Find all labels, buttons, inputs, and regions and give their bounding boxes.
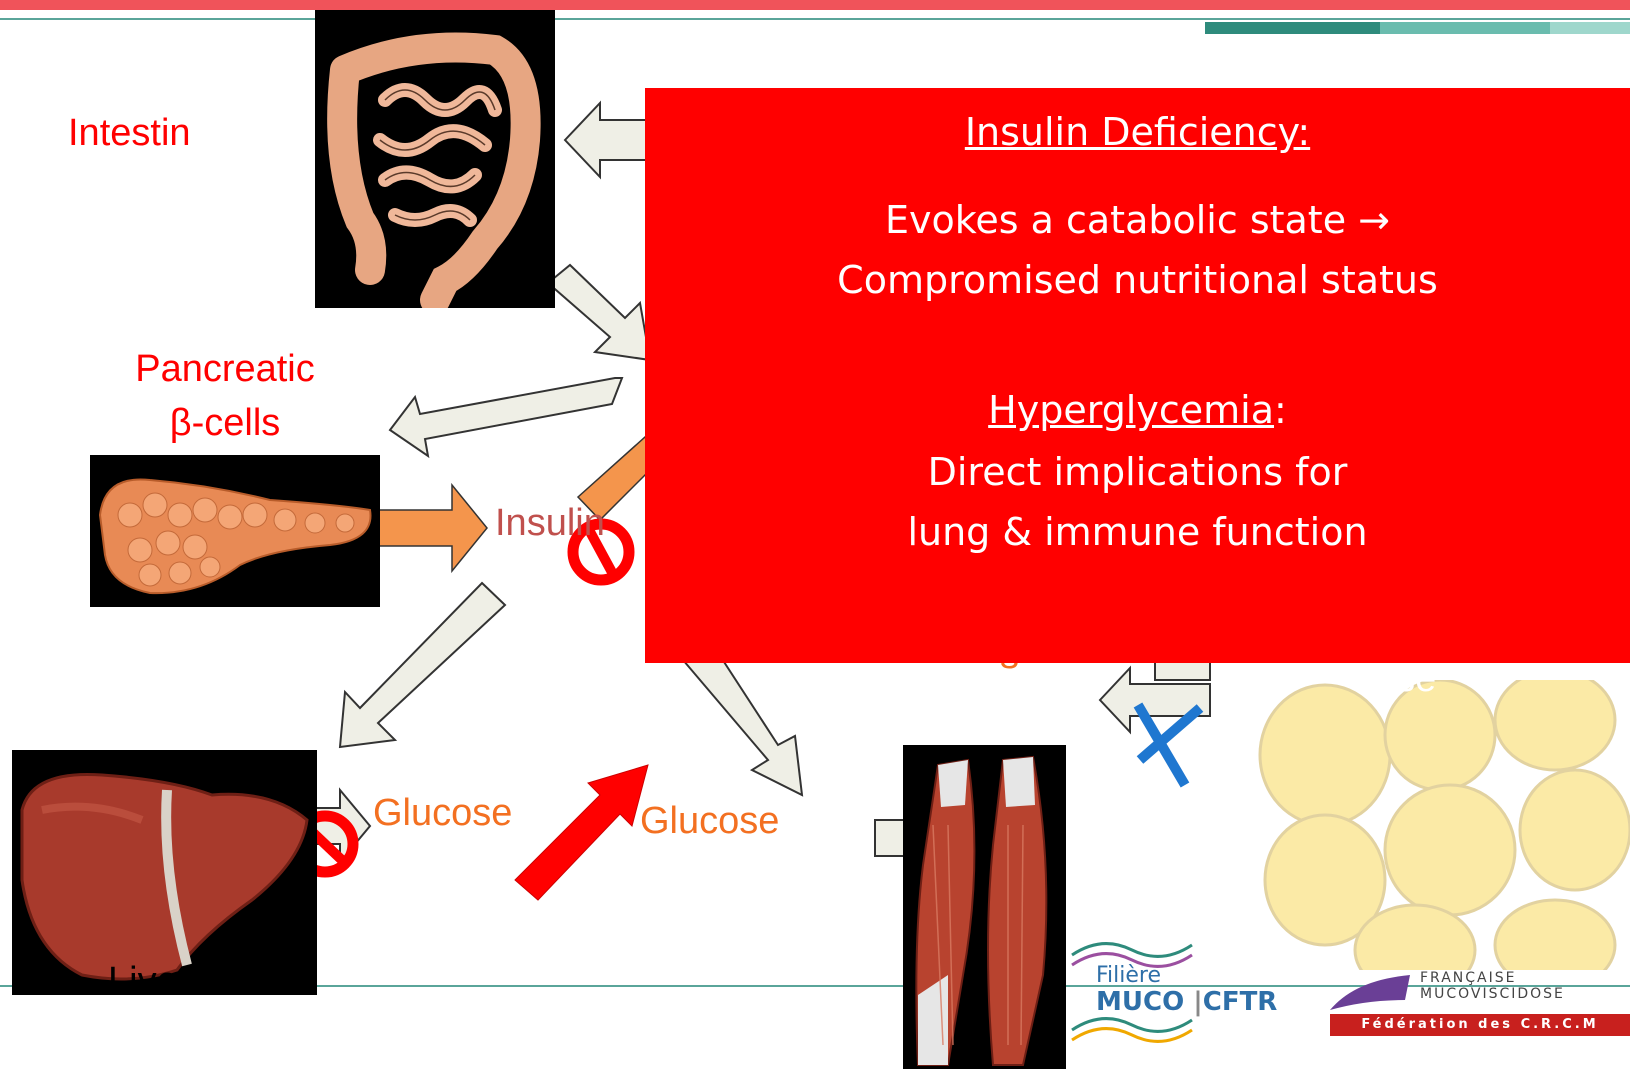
liver-icon bbox=[12, 750, 317, 995]
label-glucose-muscle: Glucose bbox=[640, 800, 779, 843]
insulin-deficiency-callout: Insulin Deficiency: Evokes a catabolic s… bbox=[645, 88, 1630, 663]
label-intestin: Intestin bbox=[68, 112, 191, 155]
arrow-adipose-2 bbox=[1155, 660, 1210, 680]
callout-line-catabolic: Evokes a catabolic state → bbox=[645, 198, 1630, 242]
pancreas-image bbox=[90, 455, 380, 607]
arrow-intestin-down bbox=[548, 265, 650, 360]
label-pancreatic: Pancreatic bbox=[120, 348, 330, 391]
label-beta-cells: β-cells bbox=[120, 402, 330, 445]
intestine-image bbox=[315, 10, 555, 308]
arrow-to-muscle-glucose bbox=[683, 645, 802, 795]
mucoviscidose-federation-logo: FRANÇAISE MUCOVISCIDOSE Fédération des C… bbox=[1325, 970, 1630, 1050]
label-adipose-partial: ose bbox=[1375, 658, 1436, 701]
callout-heading-hyperglycemia: Hyperglycemia: bbox=[645, 388, 1630, 432]
swoosh-icon bbox=[1325, 970, 1415, 1015]
arrow-to-intestin bbox=[565, 103, 650, 177]
muscle-icon bbox=[903, 745, 1066, 1069]
pancreas-icon bbox=[90, 455, 380, 607]
liver-image bbox=[12, 750, 317, 995]
callout-line-nutritional: Compromised nutritional status bbox=[645, 258, 1630, 302]
callout-line-lung-immune: lung & immune function bbox=[645, 510, 1630, 554]
arrow-to-liver bbox=[340, 583, 505, 747]
muscle-image bbox=[903, 745, 1066, 1069]
label-liver: Liver bbox=[108, 960, 190, 1003]
arrow-red-up bbox=[515, 765, 648, 900]
adipose-cells bbox=[1255, 680, 1630, 970]
label-glucose-liver: Glucose bbox=[373, 792, 512, 835]
callout-heading-insulin: Insulin Deficiency: bbox=[645, 110, 1630, 154]
callout-line-implications: Direct implications for bbox=[645, 450, 1630, 494]
arrow-to-pancreas bbox=[390, 378, 622, 456]
arrow-pancreas-insulin bbox=[372, 485, 487, 571]
intestine-icon bbox=[315, 10, 555, 308]
filiere-muco-cftr-logo: Filière MUCO |CFTR bbox=[1062, 935, 1282, 1045]
label-insulin: Insulin bbox=[495, 502, 605, 545]
